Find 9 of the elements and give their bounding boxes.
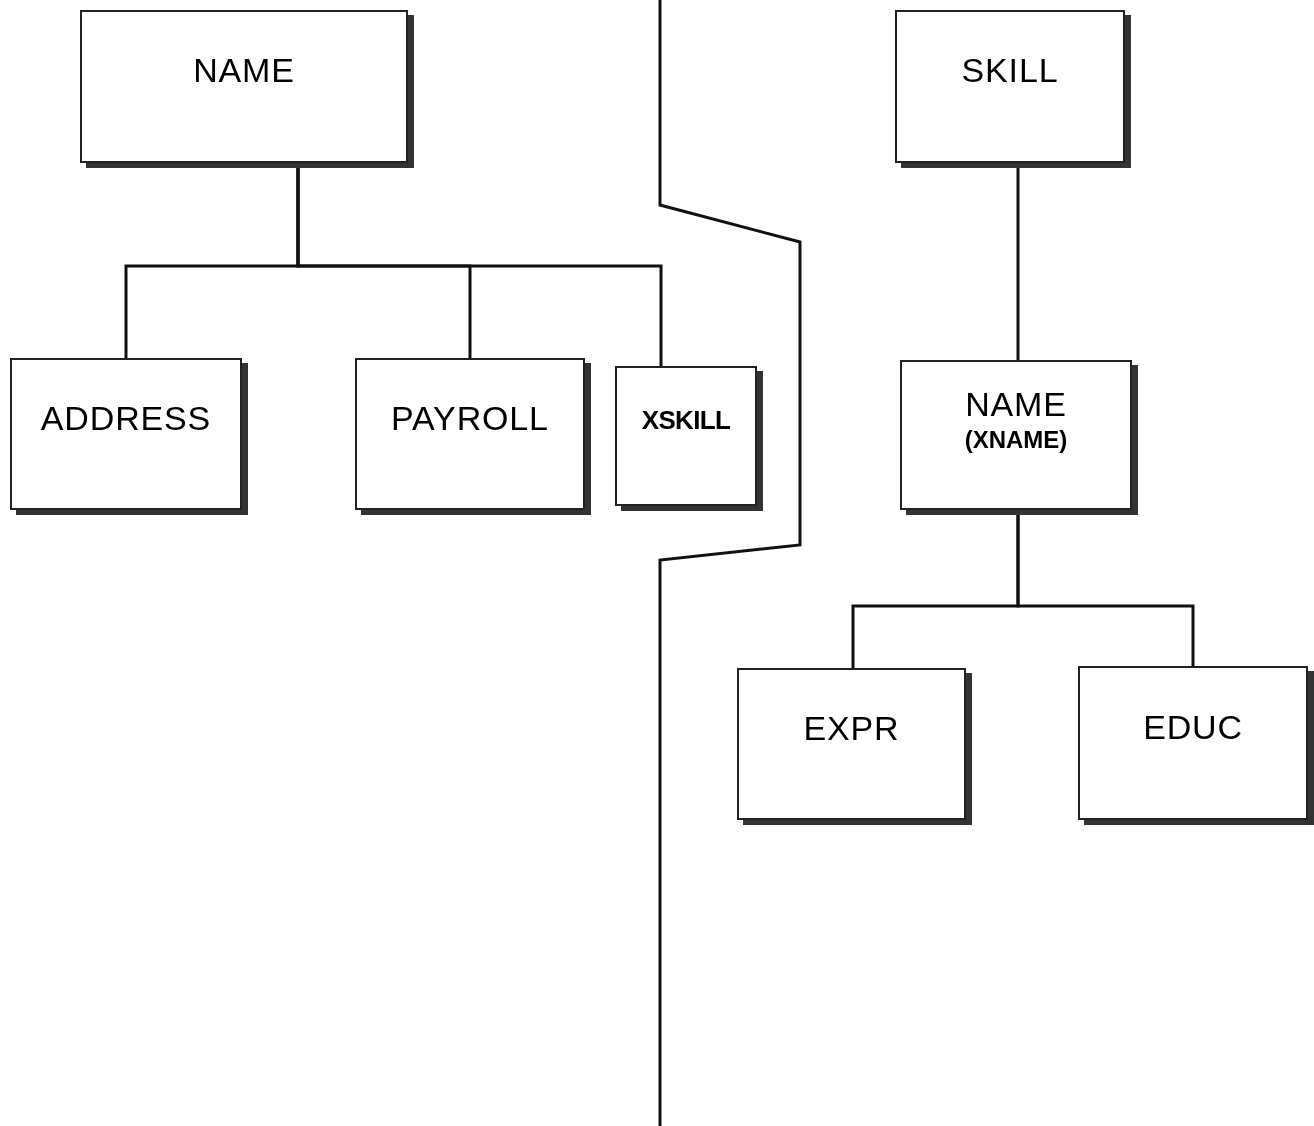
box-label: XSKILL xyxy=(641,403,731,437)
box-sublabel: (XNAME) xyxy=(964,425,1068,456)
box-label: NAME xyxy=(193,50,295,92)
box-label: EXPR xyxy=(803,707,900,749)
box-label: SKILL xyxy=(961,50,1059,92)
box-label: EDUC xyxy=(1143,706,1243,748)
box-label: NAME xyxy=(965,383,1067,425)
box-label: PAYROLL xyxy=(391,397,549,439)
box-label: ADDRESS xyxy=(40,397,212,439)
